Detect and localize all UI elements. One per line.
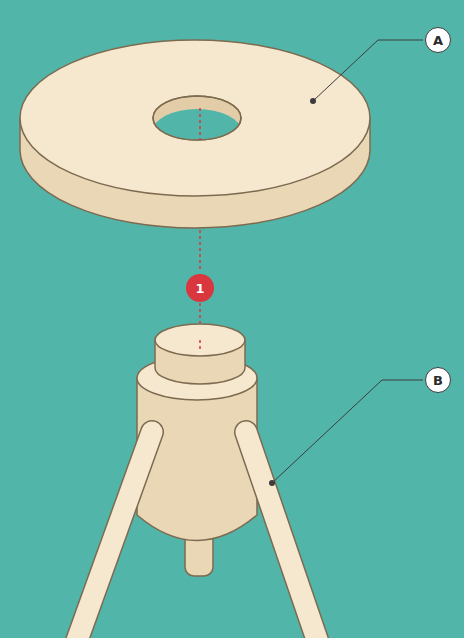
seat-disc <box>20 40 370 228</box>
leader-dot <box>310 98 316 104</box>
leader-lines <box>272 40 423 483</box>
callout-number: 1 <box>186 274 214 302</box>
leader-dot <box>269 480 275 486</box>
stool-base <box>70 324 324 638</box>
part-letter: A <box>425 27 451 53</box>
part-letter: B <box>425 367 451 393</box>
assembly-axis <box>199 108 201 352</box>
